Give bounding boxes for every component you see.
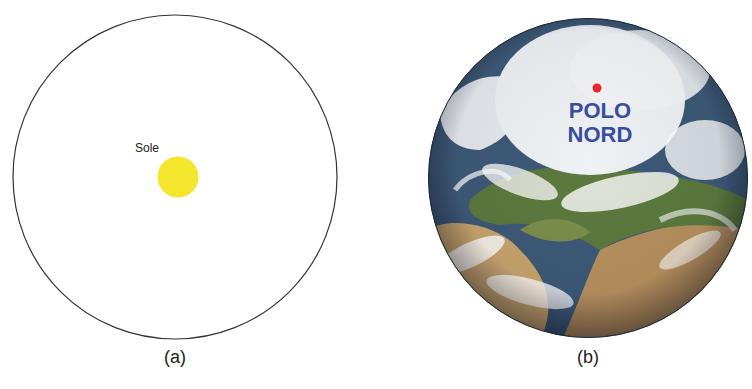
panel-label: (a) xyxy=(164,347,186,368)
orbit-circle xyxy=(13,15,337,339)
pole-dot xyxy=(593,84,602,93)
sun-circle: Sole xyxy=(157,156,199,198)
node-text: POLO NORD xyxy=(558,99,642,147)
earth-picture xyxy=(420,18,752,345)
outline-shape xyxy=(158,157,199,198)
panel-label: (b) xyxy=(577,347,599,368)
earth-globe: POLO NORD xyxy=(428,18,748,338)
node-outline xyxy=(157,156,199,198)
node-text: Sole xyxy=(135,142,159,155)
outline-shape xyxy=(429,19,748,338)
node-outline xyxy=(428,18,748,338)
